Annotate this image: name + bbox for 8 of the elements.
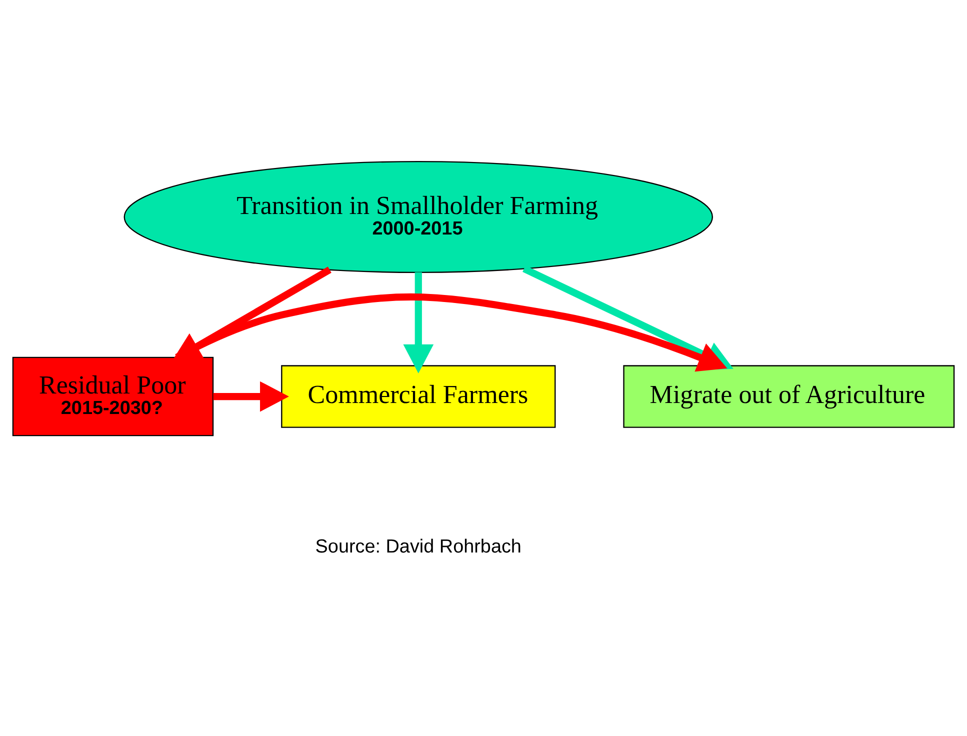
node-box: Residual Poor 2015-2030? <box>12 356 214 436</box>
node-ellipse: Transition in Smallholder Farming 2000-2015 <box>124 160 714 273</box>
label: Source: David Rohrbach <box>315 536 522 558</box>
arrow <box>213 380 289 412</box>
arrow <box>175 293 728 372</box>
arrow <box>403 272 434 373</box>
node-box: Commercial Farmers <box>281 364 556 428</box>
node-box: Migrate out of Agriculture <box>623 364 955 428</box>
